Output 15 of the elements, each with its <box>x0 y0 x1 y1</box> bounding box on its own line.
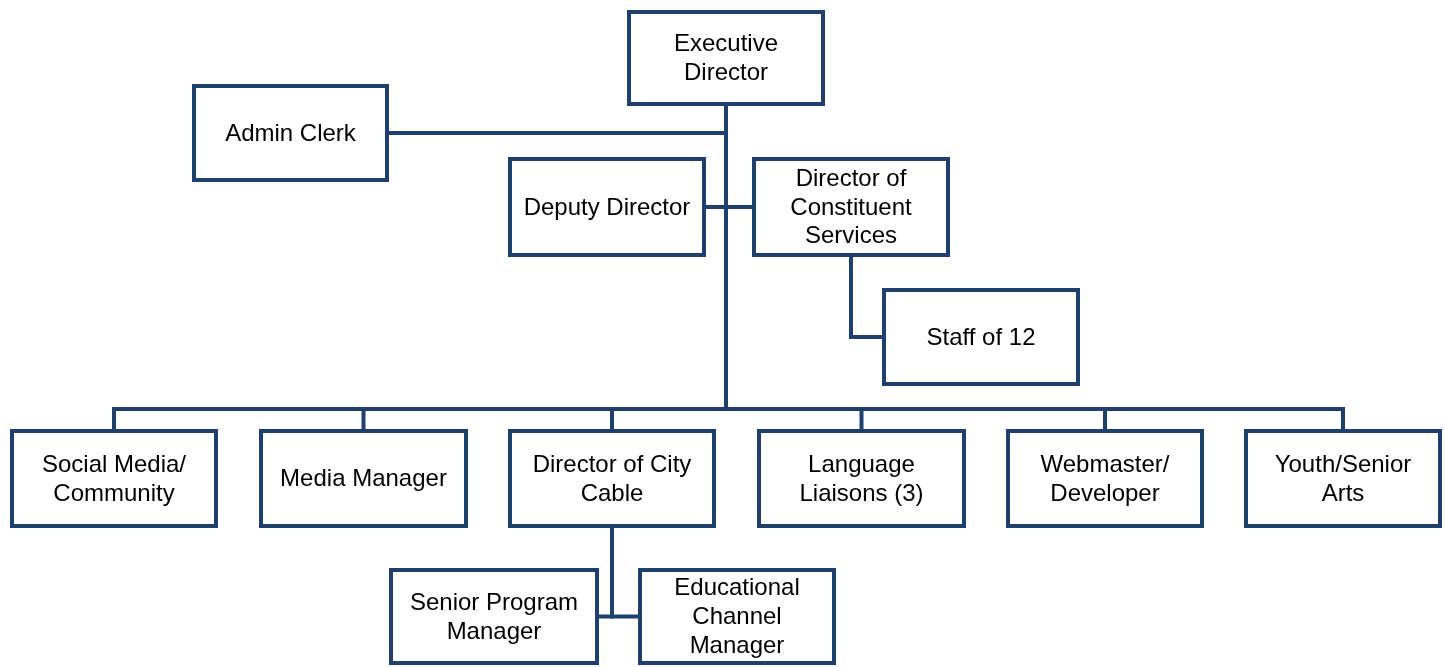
org-box: Staff of 12 <box>882 288 1080 386</box>
org-box: Webmaster/ Developer <box>1006 429 1204 528</box>
org-box: Educational Channel Manager <box>638 568 836 665</box>
org-box: Executive Director <box>627 10 825 106</box>
org-box: Director of Constituent Services <box>752 157 950 257</box>
org-box: Media Manager <box>259 429 468 528</box>
org-box: Social Media/ Community <box>10 429 218 528</box>
org-box: Senior Program Manager <box>389 568 599 665</box>
connector-line <box>849 257 882 339</box>
org-box: Deputy Director <box>508 157 706 257</box>
connector-line <box>610 528 638 619</box>
org-box: Director of City Cable <box>508 429 716 528</box>
org-box: Admin Clerk <box>192 84 389 182</box>
org-box: Youth/Senior Arts <box>1244 429 1442 528</box>
org-box: Language Liaisons (3) <box>757 429 966 528</box>
